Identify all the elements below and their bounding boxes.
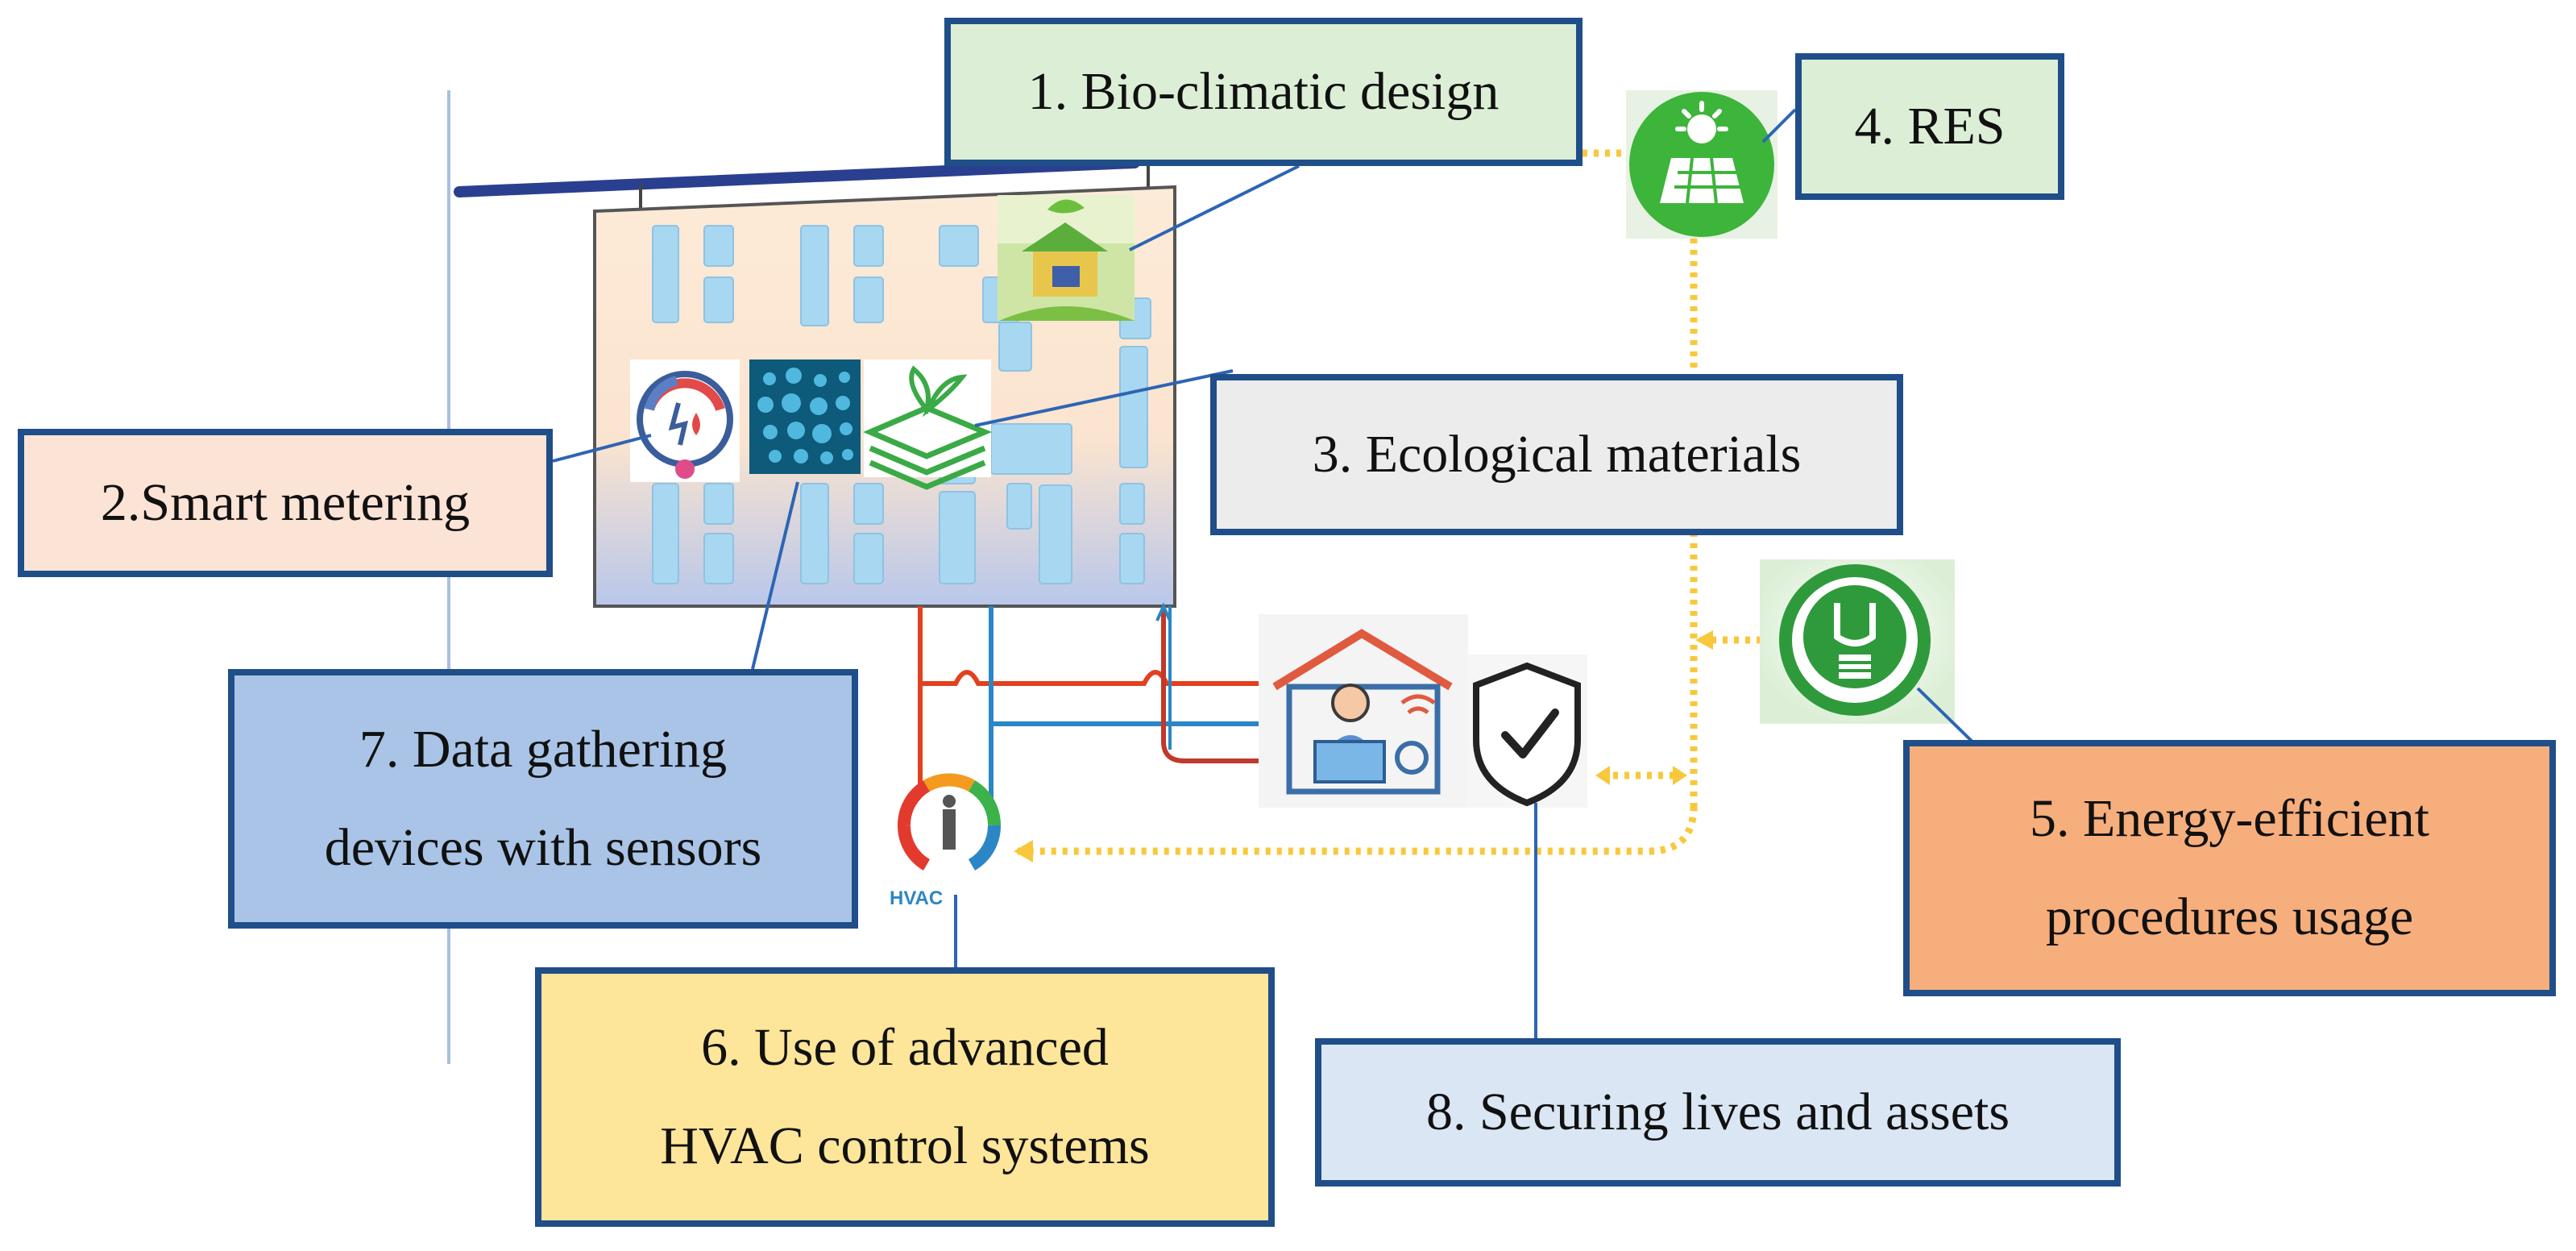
- res-label: 4. RES: [1854, 96, 2006, 156]
- hvac-logo-icon: HVAC: [890, 773, 1002, 909]
- connector-lines: [552, 108, 1982, 1038]
- roof-solar-bar: [454, 157, 1140, 197]
- smart-meter-icon: [630, 360, 740, 482]
- ecological-materials-label: 3. Ecological materials: [1312, 424, 1802, 484]
- smart-metering-label: 2.Smart metering: [100, 472, 471, 532]
- securing-lives-assets-label: 8. Securing lives and assets: [1425, 1082, 2010, 1141]
- hvac-control-label-line2: HVAC control systems: [660, 1116, 1150, 1175]
- smart-metering-box: 2.Smart metering: [18, 429, 553, 577]
- efficient-bulb-icon: [1760, 559, 1955, 724]
- energy-efficient-procedures-box: 5. Energy-efficient procedures usage: [1903, 740, 2556, 996]
- bio-climatic-design-box: 1. Bio-climatic design: [944, 18, 1583, 166]
- data-gathering-box: 7. Data gathering devices with sensors: [228, 669, 858, 929]
- solar-res-icon: [1626, 90, 1777, 239]
- smart-home-user-icon: [1259, 614, 1468, 808]
- security-shield-icon: [1466, 655, 1587, 808]
- bio-climatic-design-label: 1. Bio-climatic design: [1027, 61, 1500, 121]
- energy-efficient-label-line2: procedures usage: [2045, 887, 2414, 946]
- hvac-logo-text: HVAC: [890, 887, 943, 909]
- ecological-materials-box: 3. Ecological materials: [1210, 374, 1903, 535]
- data-gathering-label-line2: devices with sensors: [324, 818, 762, 877]
- eco-materials-icon: [863, 360, 993, 490]
- securing-lives-assets-box: 8. Securing lives and assets: [1315, 1038, 2121, 1187]
- hvac-control-label-line1: 6. Use of advanced: [701, 1017, 1109, 1077]
- sensor-network-icon: [749, 360, 861, 474]
- energy-efficient-label-line1: 5. Energy-efficient: [2029, 788, 2430, 848]
- heating-pipes: [918, 602, 1275, 829]
- energy-flow-arrowheads: [1014, 630, 1713, 862]
- res-box: 4. RES: [1795, 53, 2064, 200]
- data-gathering-label-line1: 7. Data gathering: [359, 719, 728, 779]
- hvac-control-box: 6. Use of advanced HVAC control systems: [535, 967, 1275, 1227]
- eco-house-icon: [998, 195, 1135, 321]
